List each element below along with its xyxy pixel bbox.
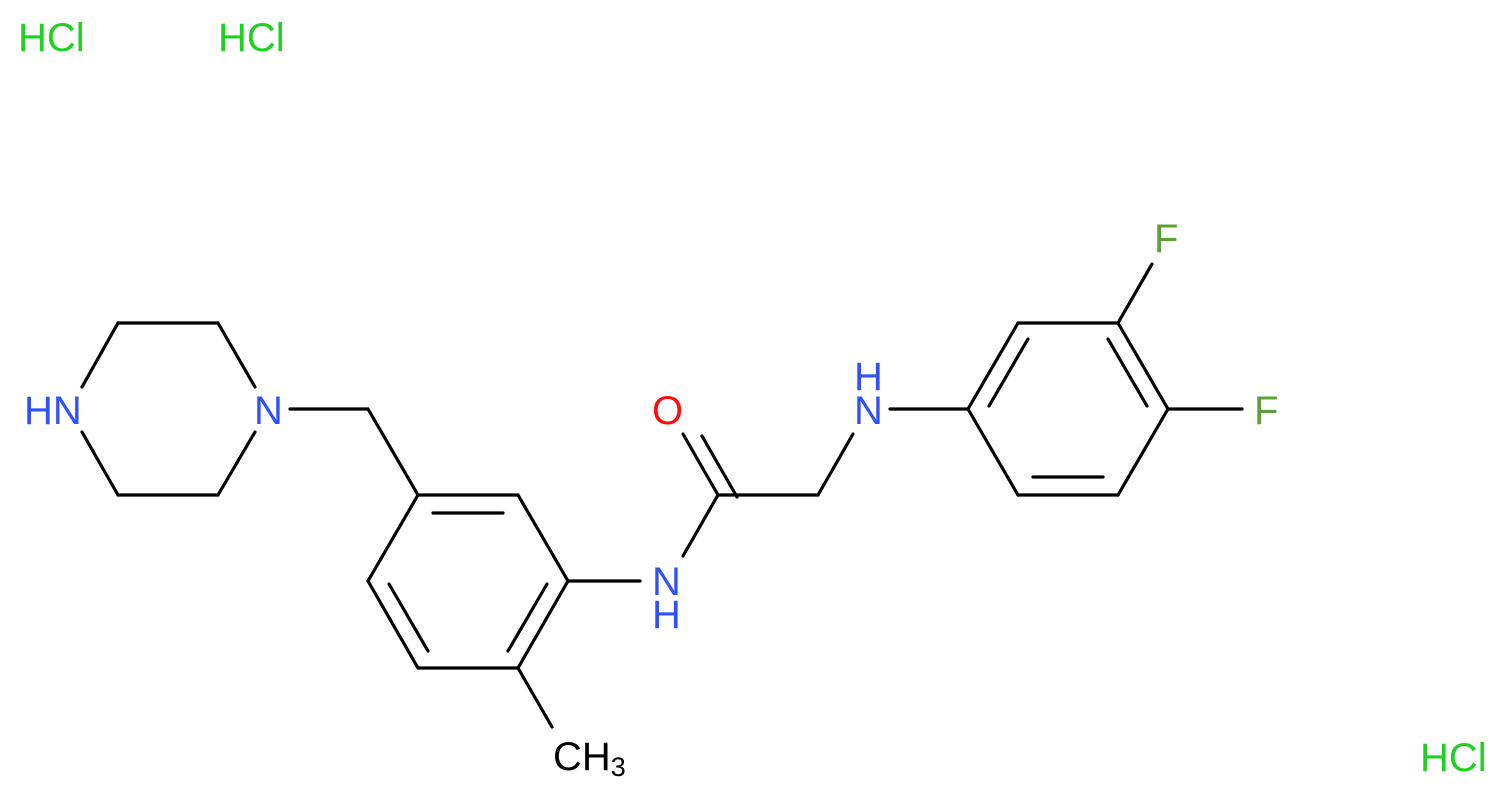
bond	[516, 579, 570, 670]
tolyl-ring	[366, 493, 570, 670]
atom-label-amine-h: H	[854, 355, 883, 399]
atom-label-o: O	[652, 389, 683, 433]
bond	[681, 432, 720, 497]
atom-label-n: N	[254, 389, 283, 433]
bond	[80, 321, 120, 389]
bond	[700, 434, 739, 499]
salt-hcl-3: HCl	[1420, 736, 1487, 780]
salt-hcl-1: HCl	[18, 16, 85, 60]
bond	[506, 582, 549, 653]
atom-label-amide-h: H	[652, 593, 681, 637]
bond	[966, 321, 1020, 411]
bond	[1116, 262, 1154, 325]
atom-label-nh: HN	[24, 389, 82, 433]
bond	[816, 432, 855, 497]
bond	[366, 493, 420, 583]
ch3-main: CH	[553, 735, 611, 779]
bond	[366, 407, 420, 497]
atom-label-f-top: F	[1154, 217, 1178, 261]
bond	[80, 430, 120, 497]
difluorophenyl-ring	[966, 262, 1244, 497]
methyl-bond	[516, 666, 554, 729]
atom-label-amine-n: N	[854, 389, 883, 433]
bond	[216, 430, 257, 497]
bond	[681, 493, 720, 558]
bond	[1106, 337, 1149, 408]
methylene-linker	[288, 407, 420, 497]
bond	[366, 579, 420, 670]
bond	[387, 582, 430, 653]
bond	[216, 321, 257, 389]
bond	[1116, 321, 1170, 411]
bond	[987, 337, 1030, 408]
atom-label-amide-n: N	[652, 560, 681, 604]
ch3-subscript: 3	[611, 752, 626, 782]
atom-label-f-right: F	[1254, 389, 1278, 433]
salt-hcl-2: HCl	[218, 16, 285, 60]
atom-label-ch3: CH3	[553, 735, 626, 782]
bond	[966, 407, 1020, 497]
bond	[1116, 407, 1170, 497]
amide-group	[566, 407, 970, 583]
bond	[516, 493, 570, 583]
piperazine-ring	[80, 321, 257, 497]
